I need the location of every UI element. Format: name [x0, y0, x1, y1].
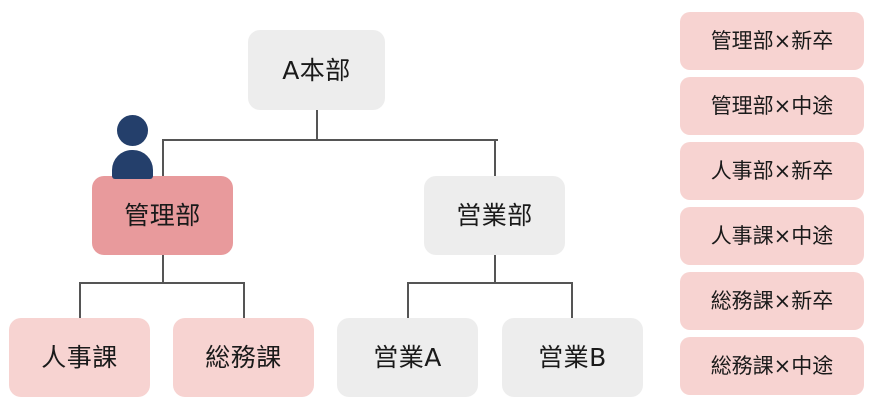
connector-to-jinjika	[79, 282, 81, 319]
person-icon-head	[117, 115, 148, 146]
connector-to-eigyobu	[494, 139, 496, 177]
org-node-eigyo-a[interactable]: 営業A	[337, 318, 478, 397]
tag-item[interactable]: 管理部×新卒	[680, 12, 864, 70]
connector-root-stem	[316, 110, 318, 140]
connector-to-kanribu	[162, 139, 164, 177]
connector-to-eigyo-a	[407, 282, 409, 319]
connector-eigyobu-stem	[494, 255, 496, 283]
connector-root-bus	[162, 139, 498, 141]
org-node-eigyobu[interactable]: 営業部	[424, 176, 565, 255]
connector-eigyobu-bus	[407, 282, 572, 284]
connector-to-somuka	[243, 282, 245, 319]
org-node-root[interactable]: A本部	[248, 30, 385, 110]
org-node-somuka[interactable]: 総務課	[173, 318, 314, 397]
connector-kanribu-bus	[79, 282, 244, 284]
tag-item[interactable]: 人事課×中途	[680, 207, 864, 265]
connector-to-eigyo-b	[571, 282, 573, 319]
connector-kanribu-stem	[162, 255, 164, 283]
tag-list: 管理部×新卒 管理部×中途 人事部×新卒 人事課×中途 総務課×新卒 総務課×中…	[680, 12, 864, 395]
tag-item[interactable]: 総務課×新卒	[680, 272, 864, 330]
org-node-kanribu[interactable]: 管理部	[92, 176, 233, 255]
person-icon-body	[112, 150, 153, 179]
org-node-jinjika[interactable]: 人事課	[9, 318, 150, 397]
tag-item[interactable]: 総務課×中途	[680, 337, 864, 395]
tag-item[interactable]: 管理部×中途	[680, 77, 864, 135]
person-icon	[112, 115, 153, 179]
tag-item[interactable]: 人事部×新卒	[680, 142, 864, 200]
org-node-eigyo-b[interactable]: 営業B	[502, 318, 643, 397]
